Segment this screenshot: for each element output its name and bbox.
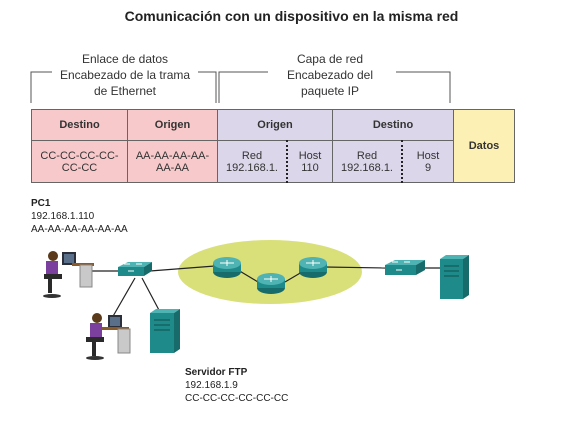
- ftp-name: Servidor FTP: [185, 367, 248, 378]
- router-icon: [213, 257, 241, 278]
- eth-src-header: Origen: [127, 109, 218, 141]
- ftp-ip: 192.168.1.9: [185, 380, 238, 391]
- pc1-ip: 192.168.1.110: [31, 211, 95, 222]
- eth-src-value: AA-AA-AA-AA- AA-AA: [127, 140, 218, 183]
- data-cell: Datos: [453, 109, 515, 183]
- ip-dst-host: Host 9: [401, 140, 454, 183]
- ip-src-host-value: 110: [301, 161, 319, 174]
- pc1-name: PC1: [31, 198, 51, 209]
- pc1-info: PC1 192.168.1.110 AA-AA-AA-AA-AA-AA: [31, 197, 128, 236]
- ip-src-red: Red 192.168.1.: [217, 140, 287, 183]
- eth-dest-header: Destino: [31, 109, 128, 141]
- eth-dest-line1: CC-CC-CC-CC-: [40, 149, 119, 162]
- ip-src-red-value: 192.168.1.: [226, 161, 278, 174]
- server-icon: [150, 309, 180, 353]
- ip-dst-host-label: Host: [416, 149, 440, 162]
- diagram-title: Comunicación con un dispositivo en la mi…: [124, 8, 459, 24]
- switch-icon: [385, 260, 425, 275]
- ip-dst-red-label: Red: [356, 149, 378, 162]
- ftp-mac: CC-CC-CC-CC-CC-CC: [185, 393, 289, 404]
- frame-table: Destino Origen Origen Destino Datos CC-C…: [31, 109, 515, 183]
- ip-src-host-label: Host: [298, 149, 322, 162]
- server-icon: [440, 255, 469, 299]
- network-header-label: Capa de red Encabezado del paquete IP: [265, 51, 395, 99]
- datalink-line2: Encabezado de la trama: [59, 68, 191, 82]
- switch-icon: [118, 262, 152, 276]
- header-brackets: [30, 71, 451, 103]
- network-cloud: [178, 240, 362, 304]
- ftp-info: Servidor FTP 192.168.1.9 CC-CC-CC-CC-CC-…: [185, 366, 288, 405]
- pc-user-icon: [86, 313, 131, 360]
- ip-src-host: Host 110: [286, 140, 333, 183]
- pc1-mac: AA-AA-AA-AA-AA-AA: [31, 224, 128, 235]
- eth-src-line1: AA-AA-AA-AA-: [135, 149, 210, 162]
- router-icon: [257, 273, 285, 294]
- eth-src-line2: AA-AA: [155, 161, 189, 174]
- ip-dest-header: Destino: [332, 109, 454, 141]
- datalink-header-label: Enlace de datos Encabezado de la trama d…: [40, 51, 210, 99]
- datalink-line3: de Ethernet: [93, 84, 157, 98]
- eth-dest-line2: CC-CC: [61, 161, 98, 174]
- eth-dest-value: CC-CC-CC-CC- CC-CC: [31, 140, 128, 183]
- network-line1: Capa de red: [296, 52, 364, 66]
- ip-dst-host-value: 9: [424, 161, 432, 174]
- network-line3: paquete IP: [300, 84, 360, 98]
- ip-src-header: Origen: [217, 109, 333, 141]
- ip-dst-red: Red 192.168.1.: [332, 140, 402, 183]
- network-line2: Encabezado del: [286, 68, 374, 82]
- ip-dst-red-value: 192.168.1.: [341, 161, 393, 174]
- datalink-line1: Enlace de datos: [81, 52, 169, 66]
- pc-user-icon: [43, 251, 94, 298]
- router-icon: [299, 257, 327, 278]
- ip-src-red-label: Red: [241, 149, 263, 162]
